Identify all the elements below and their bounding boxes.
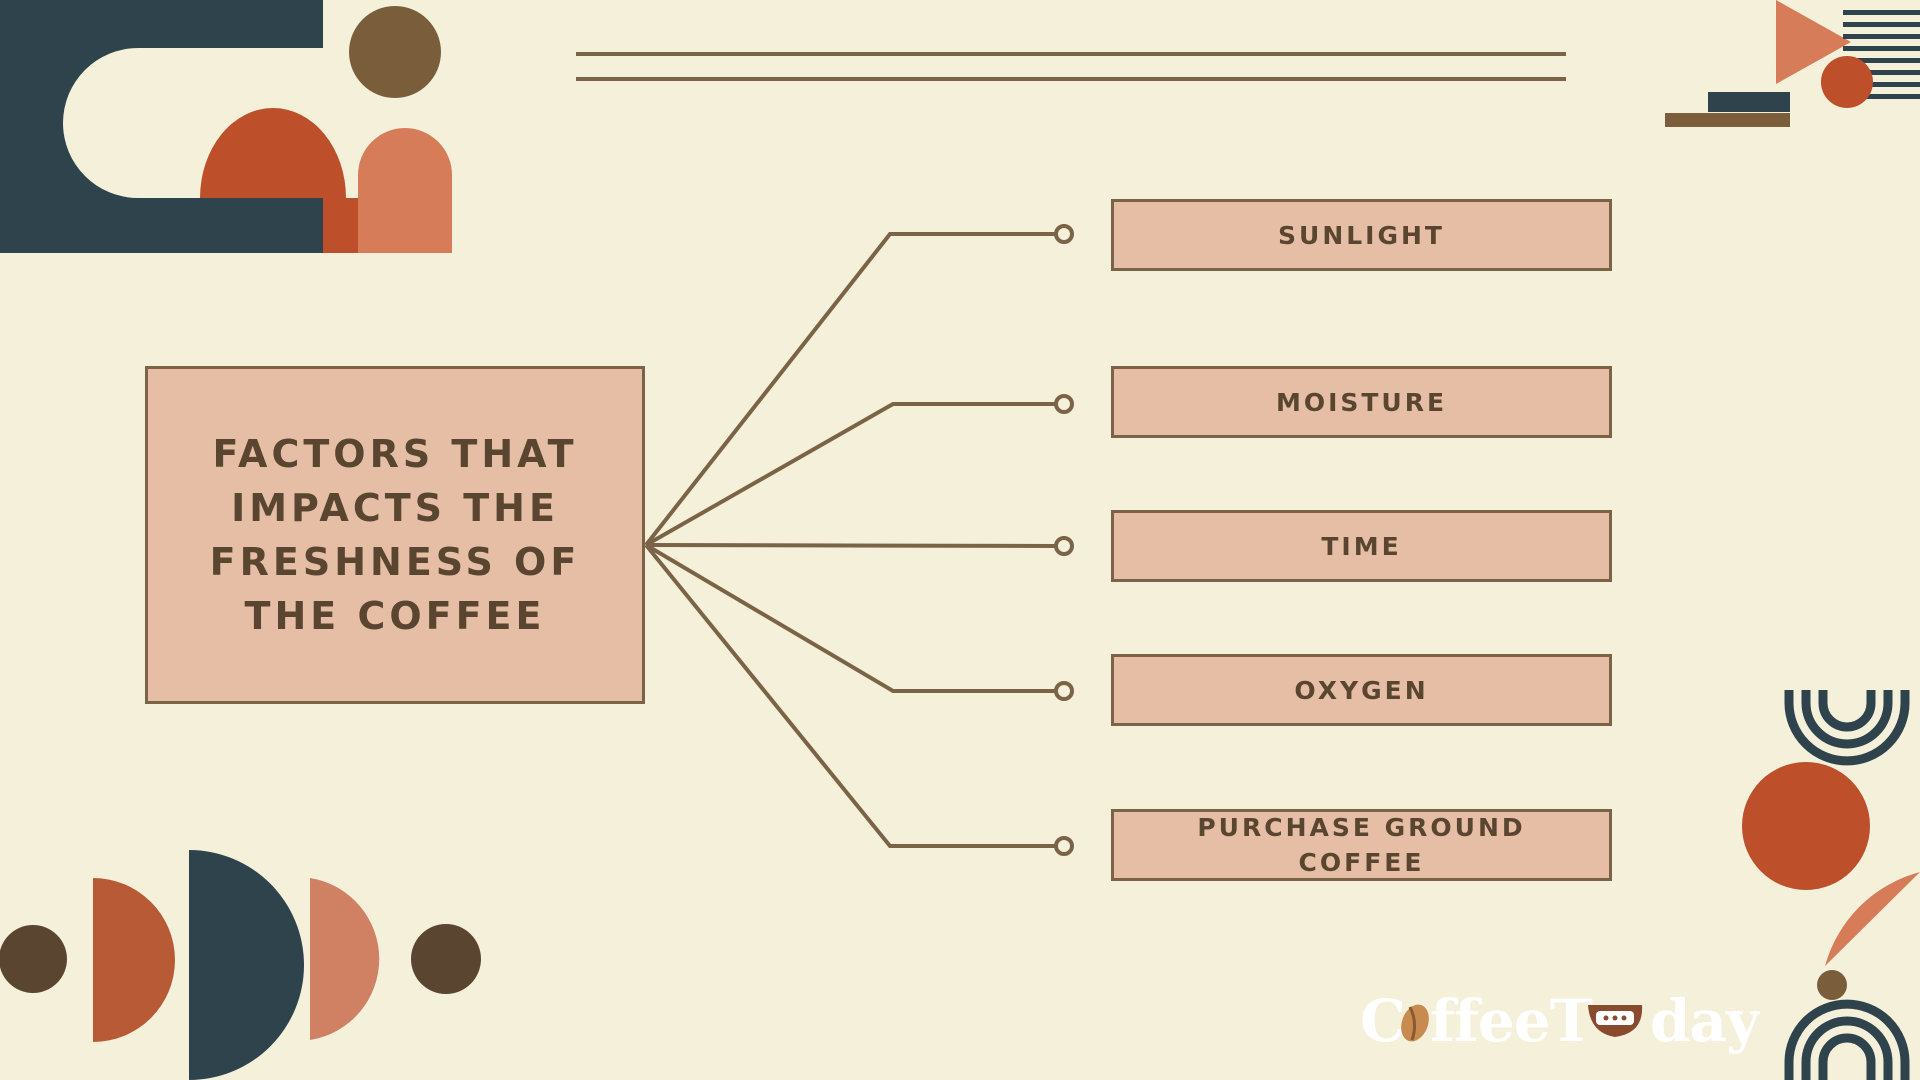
- olive-circle: [349, 6, 441, 98]
- svg-text:day: day: [1650, 987, 1760, 1055]
- factor-box-sunlight: SUNLIGHT: [1111, 199, 1612, 271]
- connector-2: [645, 402, 1056, 547]
- factor-label: TIME: [1321, 531, 1402, 561]
- olive-dot: [1817, 970, 1847, 1000]
- factor-box-purchase-ground-coffee: PURCHASE GROUND COFFEE: [1111, 809, 1612, 881]
- central-topic-text: FACTORS THAT IMPACTS THE FRESHNESS OF TH…: [209, 432, 581, 638]
- navy-half-disc: [189, 850, 304, 1080]
- connector-dot-4: [1054, 681, 1074, 701]
- factor-box-moisture: MOISTURE: [1111, 366, 1612, 438]
- svg-text:ffeeT: ffeeT: [1430, 987, 1593, 1055]
- connector-end-dots: [1054, 224, 1074, 856]
- rust-big-circle: [1742, 762, 1870, 890]
- factor-label: PURCHASE GROUND COFFEE: [1197, 813, 1526, 877]
- striped-circle: [1843, 10, 1920, 99]
- olive-bar: [1665, 113, 1790, 127]
- rust-arch: [200, 108, 358, 253]
- factor-label: OXYGEN: [1294, 675, 1429, 705]
- connectors: [644, 232, 1057, 848]
- connector-1: [644, 232, 1056, 547]
- coffeetoday-logo: C ffeeT day: [1360, 985, 1760, 1055]
- navy-c-shape: [0, 0, 323, 253]
- connector-dot-3: [1054, 536, 1074, 556]
- factor-label: MOISTURE: [1275, 387, 1448, 417]
- navy-u-arcs: [1784, 690, 1910, 766]
- connector-4: [644, 543, 1056, 693]
- factor-label: SUNLIGHT: [1278, 220, 1445, 250]
- dark-circle-left: [0, 925, 67, 993]
- connector-3: [645, 543, 1057, 548]
- salmon-half-disc: [310, 878, 380, 1040]
- rust-small-circle: [1821, 56, 1873, 108]
- rust-half-disc: [93, 878, 175, 1042]
- salmon-quarter-disc: [1825, 872, 1920, 966]
- navy-bar: [1708, 92, 1790, 112]
- salmon-triangle: [1776, 0, 1851, 84]
- dark-circle-right: [411, 924, 481, 994]
- connector-dot-2: [1054, 394, 1074, 414]
- factor-box-time: TIME: [1111, 510, 1612, 582]
- salmon-arch: [358, 128, 452, 253]
- connector-5: [644, 543, 1056, 848]
- factor-box-oxygen: OXYGEN: [1111, 654, 1612, 726]
- logo-graphic: C ffeeT day: [1360, 987, 1760, 1055]
- connector-dot-5: [1054, 836, 1074, 856]
- connector-dot-1: [1054, 224, 1074, 244]
- central-topic-box: FACTORS THAT IMPACTS THE FRESHNESS OF TH…: [145, 366, 645, 704]
- navy-n-arcs: [1784, 999, 1910, 1080]
- svg-text:C: C: [1360, 987, 1405, 1055]
